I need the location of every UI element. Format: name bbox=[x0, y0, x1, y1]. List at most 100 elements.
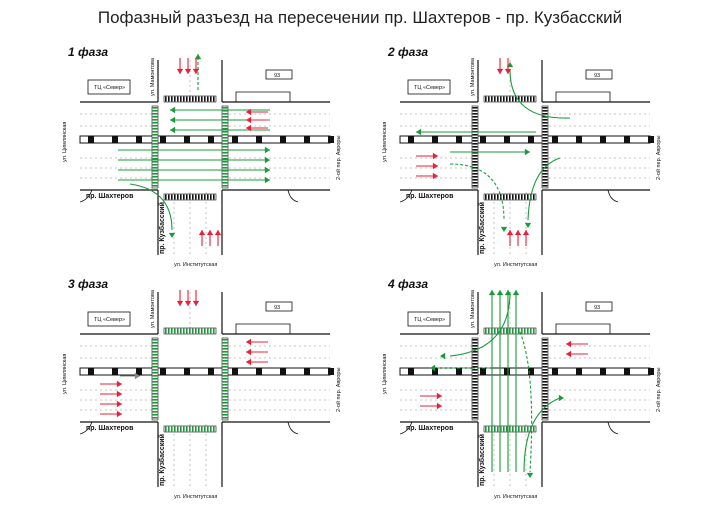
crosswalk-east-stripe bbox=[222, 182, 228, 184]
crosswalk-north-stripe bbox=[500, 96, 502, 102]
crosswalk-north-stripe bbox=[488, 96, 490, 102]
median-block bbox=[408, 368, 414, 375]
crosswalk-east-stripe bbox=[222, 110, 228, 112]
crosswalk-north-stripe bbox=[509, 96, 511, 102]
median-block bbox=[624, 136, 630, 143]
crosswalk-south-stripe bbox=[201, 194, 203, 200]
crosswalk-south-stripe bbox=[168, 426, 170, 432]
crosswalk-west-stripe bbox=[152, 348, 158, 350]
crosswalk-west-stripe bbox=[152, 161, 158, 163]
crosswalk-west-stripe bbox=[152, 384, 158, 386]
crosswalk-east-stripe bbox=[542, 345, 548, 347]
crosswalk-east-stripe bbox=[542, 131, 548, 133]
label-shakhterov: пр. Шахтеров bbox=[86, 193, 134, 200]
median-block bbox=[160, 136, 166, 143]
crosswalk-west-stripe bbox=[152, 387, 158, 389]
north-through-1-head bbox=[496, 290, 504, 296]
median-block bbox=[432, 136, 438, 143]
crosswalk-south bbox=[163, 193, 217, 201]
crosswalk-south-stripe bbox=[512, 194, 514, 200]
crosswalk-east-stripe bbox=[222, 342, 228, 344]
crosswalk-north-stripe bbox=[521, 328, 523, 334]
label-institutskaya: ул. Институтская bbox=[174, 494, 217, 500]
crosswalk-east-stripe bbox=[542, 387, 548, 389]
crosswalk-south-stripe bbox=[503, 426, 505, 432]
label-kuzbassky: пр. Кузбасский bbox=[478, 202, 486, 254]
crosswalk-west-stripe bbox=[472, 134, 478, 136]
south-stop-1-head bbox=[514, 230, 522, 236]
label-mamontova: ул. Мамонтова bbox=[470, 57, 476, 96]
west-through-1-head bbox=[170, 116, 176, 124]
crosswalk-west-stripe bbox=[152, 357, 158, 359]
crosswalk-north-stripe bbox=[503, 96, 505, 102]
crosswalk-north-stripe bbox=[485, 96, 487, 102]
crosswalk-west-stripe bbox=[472, 408, 478, 410]
crosswalk-north-stripe bbox=[174, 328, 176, 334]
crosswalk-south-stripe bbox=[500, 426, 502, 432]
median-block bbox=[528, 136, 534, 143]
crosswalk-west-stripe bbox=[472, 128, 478, 130]
crosswalk-north-stripe bbox=[186, 328, 188, 334]
crosswalk-east-stripe bbox=[542, 369, 548, 371]
crosswalk-east-stripe bbox=[222, 339, 228, 341]
crosswalk-west-stripe bbox=[152, 170, 158, 172]
crosswalk-east-stripe bbox=[542, 161, 548, 163]
crosswalk-south-stripe bbox=[506, 426, 508, 432]
label-avrory: 2-ой пер. Авроры bbox=[655, 136, 662, 180]
crosswalk-west-stripe bbox=[152, 411, 158, 413]
crosswalk-east-stripe bbox=[542, 182, 548, 184]
crosswalk-east-stripe bbox=[542, 378, 548, 380]
crosswalk-west-stripe bbox=[472, 122, 478, 124]
crosswalk-north-stripe bbox=[195, 328, 197, 334]
east-right-turn-path bbox=[129, 183, 173, 231]
north-through-south-path bbox=[519, 331, 533, 473]
crosswalk-north-stripe bbox=[506, 328, 508, 334]
crosswalk-west-stripe bbox=[472, 110, 478, 112]
crosswalk-west-stripe bbox=[472, 173, 478, 175]
movements bbox=[100, 290, 268, 418]
uturn-south-path bbox=[527, 157, 561, 221]
crosswalk-west-stripe bbox=[152, 176, 158, 178]
crosswalk-north-stripe bbox=[174, 96, 176, 102]
crosswalk-east-stripe bbox=[222, 384, 228, 386]
crosswalk-north-stripe bbox=[503, 328, 505, 334]
crosswalk-north-stripe bbox=[512, 96, 514, 102]
crosswalk-west-stripe bbox=[152, 125, 158, 127]
median-block bbox=[208, 368, 214, 375]
crosswalk-south-stripe bbox=[521, 426, 523, 432]
label-avrory: 2-ой пер. Авроры bbox=[335, 136, 342, 180]
crosswalk-south-stripe bbox=[177, 426, 179, 432]
median-block bbox=[504, 368, 510, 375]
mall-box bbox=[407, 311, 451, 327]
crosswalk-north-stripe bbox=[189, 328, 191, 334]
south-stop-2-head bbox=[214, 230, 222, 236]
median-block bbox=[184, 136, 190, 143]
crosswalk-east-stripe bbox=[542, 366, 548, 368]
crosswalk-west-stripe bbox=[152, 414, 158, 416]
crosswalk-south-stripe bbox=[485, 194, 487, 200]
crosswalk-west-stripe bbox=[472, 375, 478, 377]
median-block bbox=[160, 368, 166, 375]
crosswalk-north-stripe bbox=[512, 328, 514, 334]
crosswalk-south-stripe bbox=[183, 426, 185, 432]
curb-right bbox=[607, 421, 619, 435]
crosswalk-south-stripe bbox=[491, 194, 493, 200]
crosswalk-west-stripe bbox=[472, 119, 478, 121]
crosswalk-west bbox=[471, 337, 479, 421]
crosswalk-east-stripe bbox=[542, 393, 548, 395]
crosswalk-west-stripe bbox=[472, 357, 478, 359]
crosswalk-west-stripe bbox=[472, 155, 478, 157]
median-block bbox=[232, 136, 238, 143]
crosswalk-south-stripe bbox=[174, 194, 176, 200]
label-avrory: 2-ой пер. Авроры bbox=[335, 368, 342, 412]
movements bbox=[416, 58, 571, 246]
south-stop-2-head bbox=[522, 230, 530, 236]
east-stop-1-head bbox=[246, 348, 252, 356]
west-stop-0-head bbox=[436, 392, 442, 400]
bus-stop-label: 93 bbox=[274, 305, 280, 311]
median-block bbox=[88, 368, 94, 375]
crosswalk-east-stripe bbox=[222, 405, 228, 407]
